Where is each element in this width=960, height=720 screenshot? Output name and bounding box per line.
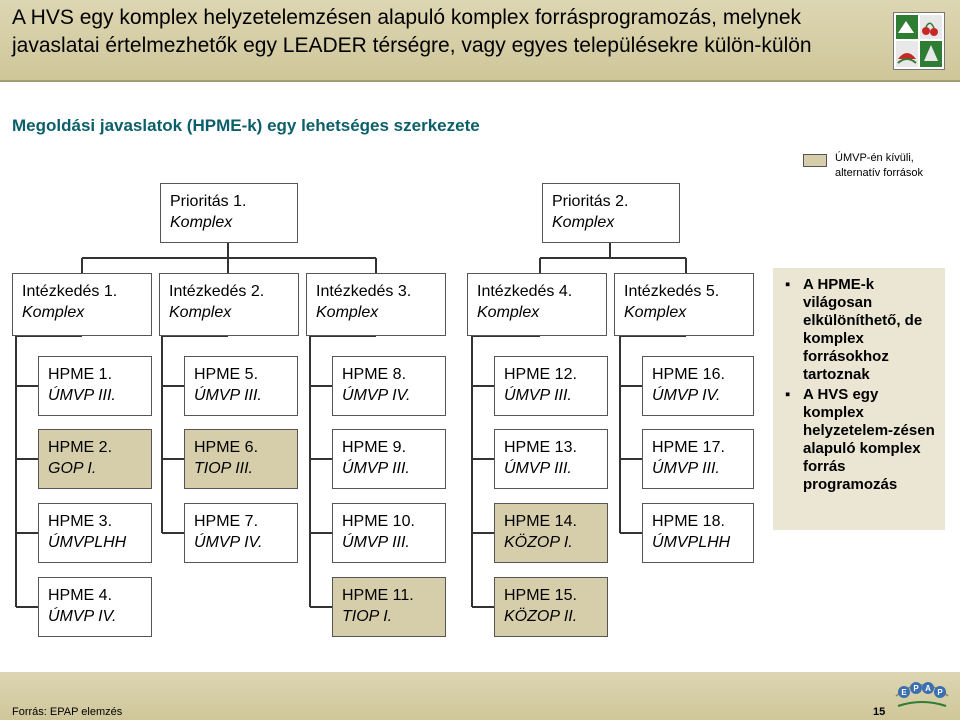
hpme-source: ÚMVP III. [342, 534, 410, 551]
hpme-title: HPME 13. [504, 439, 577, 456]
hpme-title: HPME 5. [194, 366, 259, 383]
priority-title: Prioritás 1. [170, 193, 247, 210]
bullet-icon: ▪ [785, 276, 791, 293]
priority-type: Komplex [170, 214, 233, 231]
hpme-box: HPME 7. ÚMVP IV. [184, 503, 298, 563]
legend-label: ÚMVP-én kívüli, alternatív források [835, 152, 924, 179]
hpme-title: HPME 11. [342, 587, 414, 604]
hpme-source: ÚMVP III. [342, 460, 410, 477]
hpme-source: TIOP I. [342, 608, 393, 625]
hpme-source: ÚMVP III. [48, 387, 116, 404]
hpme-source: ÚMVP IV. [652, 387, 721, 404]
hpme-box: HPME 8. ÚMVP IV. [332, 356, 446, 416]
hpme-source: KÖZOP II. [504, 608, 578, 625]
hpme-title: HPME 15. [504, 587, 577, 604]
hpme-box: HPME 17. ÚMVP III. [642, 429, 754, 489]
hpme-box: HPME 14. KÖZOP I. [494, 503, 608, 563]
epap-logo: E P A P [892, 674, 952, 710]
hpme-box: HPME 3. ÚMVPLHH [38, 503, 152, 563]
hpme-box: HPME 6. TIOP III. [184, 429, 298, 489]
hpme-box: HPME 16. ÚMVP IV. [642, 356, 754, 416]
note-text: A HPME-k világosan elkülöníthető, de kom… [803, 276, 923, 383]
hpme-title: HPME 3. [48, 513, 113, 530]
hpme-box: HPME 2. GOP I. [38, 429, 152, 489]
ministry-logo [893, 12, 945, 70]
hpme-title: HPME 16. [652, 366, 725, 383]
bullet-icon: ▪ [785, 386, 791, 403]
hpme-box: HPME 11. TIOP I. [332, 577, 446, 637]
hpme-box: HPME 5. ÚMVP III. [184, 356, 298, 416]
hpme-title: HPME 12. [504, 366, 577, 383]
hpme-title: HPME 4. [48, 587, 113, 604]
measure-title: Intézkedés 2. [169, 283, 265, 300]
hpme-title: HPME 14. [504, 513, 577, 530]
measure-type: Komplex [169, 304, 232, 321]
measure-title: Intézkedés 3. [316, 283, 412, 300]
note-text: A HVS egy komplex helyzetelem-zésen alap… [803, 386, 935, 493]
hpme-source: ÚMVP III. [504, 387, 572, 404]
measure-type: Komplex [624, 304, 687, 321]
slide-title: A HVS egy komplex helyzetelemzésen alapu… [12, 6, 812, 57]
hpme-source: ÚMVP IV. [194, 534, 263, 551]
hpme-box: HPME 13. ÚMVP III. [494, 429, 608, 489]
hpme-title: HPME 10. [342, 513, 415, 530]
page-number: 15 [873, 706, 886, 718]
priority-title: Prioritás 2. [552, 193, 629, 210]
hpme-title: HPME 6. [194, 439, 259, 456]
measure-box: Intézkedés 4. Komplex [467, 273, 607, 336]
hpme-source: ÚMVP IV. [48, 608, 117, 625]
hpme-box: HPME 12. ÚMVP III. [494, 356, 608, 416]
hpme-source: GOP I. [48, 460, 97, 477]
hpme-title: HPME 7. [194, 513, 259, 530]
hpme-box: HPME 18. ÚMVPLHH [642, 503, 754, 563]
hpme-source: ÚMVP III. [652, 460, 720, 477]
priority-type: Komplex [552, 214, 615, 231]
measure-title: Intézkedés 1. [22, 283, 118, 300]
hpme-source: ÚMVP IV. [342, 387, 411, 404]
priority-box: Prioritás 1. Komplex [160, 183, 298, 243]
hpme-title: HPME 18. [652, 513, 725, 530]
legend-swatch [803, 154, 827, 167]
hpme-title: HPME 8. [342, 366, 407, 383]
footer-bar [0, 672, 960, 720]
header-bar: A HVS egy komplex helyzetelemzésen alapu… [0, 0, 960, 82]
hpme-box: HPME 10. ÚMVP III. [332, 503, 446, 563]
measure-box: Intézkedés 5. Komplex [614, 273, 754, 336]
hpme-title: HPME 2. [48, 439, 113, 456]
side-note: ▪ A HPME-k világosan elkülöníthető, de k… [773, 268, 945, 530]
measure-box: Intézkedés 2. Komplex [159, 273, 299, 336]
measure-box: Intézkedés 1. Komplex [12, 273, 152, 336]
hpme-source: TIOP III. [194, 460, 253, 477]
diagram-subtitle: Megoldási javaslatok (HPME-k) egy lehets… [12, 116, 480, 135]
hpme-source: ÚMVPLHH [48, 534, 127, 551]
svg-text:P: P [913, 684, 919, 693]
hpme-box: HPME 4. ÚMVP IV. [38, 577, 152, 637]
svg-text:P: P [937, 688, 943, 697]
note-item: ▪ A HVS egy komplex helyzetelem-zésen al… [783, 386, 937, 494]
hpme-source: ÚMVP III. [504, 460, 572, 477]
source-note: Forrás: EPAP elemzés [12, 706, 123, 718]
measure-type: Komplex [316, 304, 379, 321]
hpme-title: HPME 9. [342, 439, 407, 456]
hpme-box: HPME 15. KÖZOP II. [494, 577, 608, 637]
measure-title: Intézkedés 5. [624, 283, 720, 300]
hpme-title: HPME 17. [652, 439, 725, 456]
measure-title: Intézkedés 4. [477, 283, 573, 300]
hpme-source: ÚMVPLHH [652, 534, 731, 551]
hpme-box: HPME 9. ÚMVP III. [332, 429, 446, 489]
priority-box: Prioritás 2. Komplex [542, 183, 680, 243]
hpme-title: HPME 1. [48, 366, 113, 383]
svg-text:E: E [901, 688, 907, 697]
measure-box: Intézkedés 3. Komplex [306, 273, 446, 336]
note-item: ▪ A HPME-k világosan elkülöníthető, de k… [783, 276, 937, 384]
measure-type: Komplex [22, 304, 85, 321]
measure-type: Komplex [477, 304, 540, 321]
svg-text:A: A [925, 684, 931, 693]
hpme-source: ÚMVP III. [194, 387, 262, 404]
hpme-source: KÖZOP I. [504, 534, 573, 551]
hpme-box: HPME 1. ÚMVP III. [38, 356, 152, 416]
